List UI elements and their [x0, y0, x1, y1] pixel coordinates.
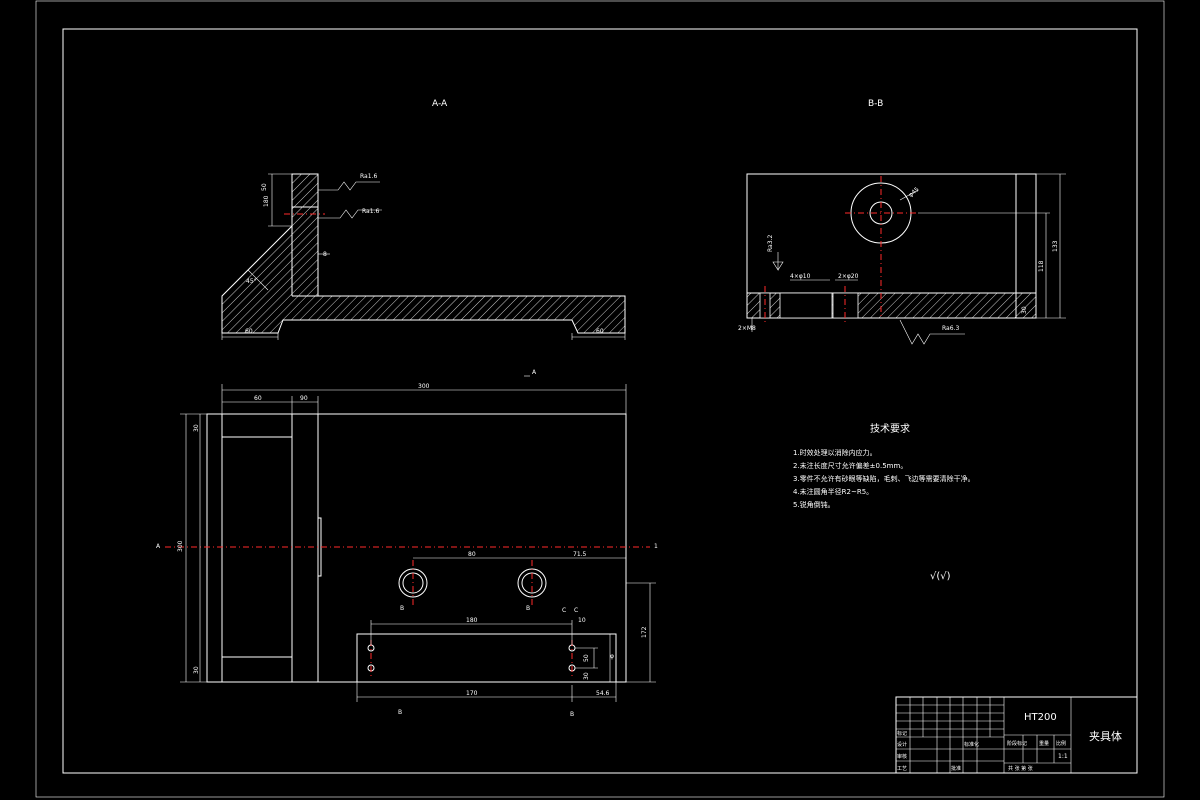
dim-plan-bottom-total: 170	[466, 690, 478, 697]
title-block-scale-label: 比例	[1056, 740, 1066, 747]
dim-plan-slot-h2: 30	[583, 672, 590, 680]
dim-plan-bottom-small: 30	[193, 666, 200, 674]
title-block-row-label: 工艺	[897, 766, 907, 772]
dim-b-height: 133	[1052, 240, 1059, 252]
dim-b-slot2: 2×φ20	[838, 273, 859, 280]
outer-border	[35, 0, 1165, 798]
tech-requirements: 技术要求 1.时效处理以消除内应力。 2.未注长度尺寸允许偏差±0.5mm。 3…	[793, 422, 975, 582]
title-block-row-label: 审核	[897, 753, 907, 760]
plan-marker-b3: B	[398, 709, 402, 716]
dim-plan-holes-gap: 80	[468, 551, 476, 558]
plan-arrow-a: A	[156, 543, 161, 550]
dim-plan-right: 71.5	[573, 551, 587, 558]
dim-plan-left1: 60	[254, 395, 262, 402]
dim-b-dia: φ45	[907, 186, 921, 199]
title-block-stage-mark: 阶段标记	[1007, 740, 1027, 747]
inner-border	[62, 28, 1138, 774]
tech-requirement-item: 2.未注长度尺寸允许偏差±0.5mm。	[793, 461, 907, 470]
section-label-a: A-A	[432, 99, 448, 109]
dim-a-rough2: Ra1.6	[362, 208, 379, 215]
dim-plan-left2: 90	[300, 395, 308, 402]
title-block-approved: 批准	[951, 765, 961, 772]
title-block: 标记 设计 审核 工艺 标准化 批准 HT200 阶段标记 重量 比例 1:1 …	[895, 696, 1138, 774]
dim-a-right-bottom: 60	[596, 328, 604, 335]
title-block-sheets: 共 张 第 张	[1008, 765, 1033, 772]
dim-b-rough2: Ra6.3	[942, 325, 959, 332]
dim-b-base: 30	[1021, 306, 1028, 314]
title-block-standardized: 标准化	[964, 741, 979, 748]
dim-a-angle: 45°	[246, 278, 257, 285]
title-block-part-name: 夹具体	[1089, 729, 1122, 743]
dim-b-height2: 118	[1038, 260, 1045, 272]
plan-view: 300 60 90 A 300 30 30 A 1 80 71.5 172 B …	[156, 369, 658, 718]
dim-a-wall: 8	[323, 251, 327, 258]
plan-label-p: φ	[610, 653, 614, 660]
dim-plan-height: 300	[177, 540, 184, 552]
tech-requirement-item: 5.锐角倒钝。	[793, 500, 835, 509]
dim-b-slot1: 4×φ10	[790, 273, 811, 280]
title-block-material: HT200	[1024, 712, 1057, 723]
dim-plan-total: 300	[418, 383, 430, 390]
tech-requirement-item: 4.未注圆角半径R2~R5。	[793, 487, 873, 496]
dim-a-height: 180	[263, 195, 270, 207]
section-label-b: B-B	[868, 99, 883, 109]
plan-marker-c: C	[562, 607, 566, 614]
dim-b-rough: Ra3.2	[767, 235, 774, 252]
dim-a-left-bottom: 60	[245, 328, 253, 335]
plan-marker-b2: B	[526, 605, 530, 612]
tech-requirement-item: 3.零件不允许有砂眼等缺陷，毛刺、飞边等需要清除干净。	[793, 474, 975, 483]
dim-plan-slot-h1: 50	[583, 654, 590, 662]
dim-plan-bottom-right: 54.6	[596, 690, 610, 697]
dim-plan-right-height: 172	[641, 626, 648, 638]
title-block-scale: 1:1	[1058, 753, 1068, 760]
plan-marker-a: A	[532, 369, 537, 376]
plan-marker-c2: C	[574, 607, 578, 614]
section-b-view: φ45 133 118 30 Ra3.2 4×φ10 2×φ20 2×M8 Ra…	[738, 173, 1066, 345]
title-block-weight: 重量	[1039, 740, 1049, 747]
dim-b-bottom-left: 2×M8	[738, 325, 756, 332]
tech-requirement-item: 1.时效处理以消除内应力。	[793, 448, 877, 457]
title-block-row-label: 设计	[897, 741, 907, 748]
title-block-row-label: 标记	[897, 730, 907, 737]
plan-marker-b: B	[400, 605, 404, 612]
section-a-view: 45° 50 180 Ra1.6 Ra1.6 8 60 60	[221, 173, 626, 340]
roughness-note: √(√)	[930, 571, 951, 582]
plan-marker-1: 1	[654, 543, 658, 550]
dim-plan-slot-len: 180	[466, 617, 478, 624]
dim-a-rough1: Ra1.6	[360, 173, 377, 180]
dim-plan-top-small: 30	[193, 424, 200, 432]
dim-plan-slot-r: 10	[578, 617, 586, 624]
tech-requirements-title: 技术要求	[870, 422, 910, 435]
dim-a-top-small: 50	[261, 183, 268, 191]
plan-marker-b4: B	[570, 711, 574, 718]
